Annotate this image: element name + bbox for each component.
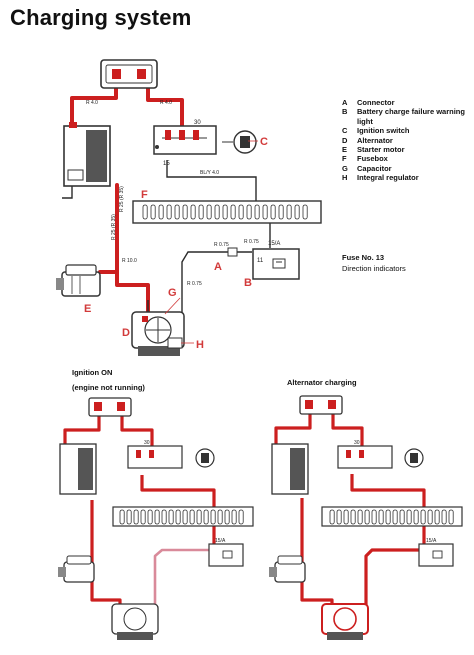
wire-label: R 0.75 xyxy=(244,239,259,245)
legend-text: Starter motor xyxy=(357,145,405,155)
main-starter-motor xyxy=(56,264,101,297)
caption-engine-not-running: (engine not running) xyxy=(72,383,145,392)
legend-item: H Integral regulator xyxy=(342,173,472,182)
wire-label: R 0.75 xyxy=(214,242,229,248)
legend-item: G Capacitor xyxy=(342,164,472,173)
legend-letter: A xyxy=(342,98,348,107)
terminal-30: 30 xyxy=(144,440,150,446)
main-alternator xyxy=(131,311,185,356)
legend-letter: H xyxy=(342,173,348,183)
fuse-note: Fuse No. 13 Direction indicators xyxy=(342,252,406,274)
caption-alternator-charging: Alternator charging xyxy=(287,378,357,387)
wire-connector-to-battery xyxy=(70,85,118,130)
main-active-wires xyxy=(70,85,184,314)
wire-label: R 10.0 xyxy=(122,258,137,264)
callout-leaders xyxy=(164,140,258,344)
wire-label: R 25 (R 35) xyxy=(119,186,125,212)
component-legend: A Connector B Battery charge failure warni… xyxy=(342,98,472,183)
callout-b: B xyxy=(244,277,252,289)
legend-text: Capacitor xyxy=(357,163,392,173)
legend-item: E Starter motor xyxy=(342,145,472,154)
legend-text: Ignition switch xyxy=(357,126,410,136)
legend-letter: G xyxy=(342,163,348,173)
main-connector-a xyxy=(227,247,238,257)
legend-text: Connector xyxy=(357,98,395,107)
wire-label: R 0.75 xyxy=(187,281,202,287)
legend-item: B Battery charge failure warning light xyxy=(342,107,472,126)
legend-letter: F xyxy=(342,154,347,164)
fuse-note-title: Fuse No. 13 xyxy=(342,253,385,262)
wire-label: R 25 (R 35) xyxy=(111,214,117,240)
wire-ignition-to-fusebox xyxy=(166,160,257,202)
wire-connector-to-ignition xyxy=(146,85,184,130)
legend-letter: B xyxy=(342,107,348,117)
legend-letter: C xyxy=(342,126,348,136)
terminal-15a: 15/A xyxy=(215,538,226,544)
callout-g: G xyxy=(168,287,177,299)
main-terminal-numbers: 30 15 11 15/A xyxy=(163,120,280,264)
callout-a: A xyxy=(214,261,222,273)
terminal-11: 11 xyxy=(257,258,264,264)
fuse-note-text: Direction indicators xyxy=(342,264,406,273)
main-connector-block xyxy=(100,59,158,89)
main-ignition-switch xyxy=(153,125,257,155)
callout-f: F xyxy=(141,189,148,201)
ignition-on-lamp-wires xyxy=(153,548,210,605)
main-warning-lamp xyxy=(252,248,300,280)
terminal-30: 30 xyxy=(194,120,201,126)
main-battery xyxy=(63,122,111,187)
terminal-15: 15 xyxy=(163,161,170,167)
legend-text: Alternator xyxy=(357,135,393,145)
ignition-on-diagram: 30 15/A xyxy=(58,397,254,640)
legend-item: A Connector xyxy=(342,98,472,107)
terminal-30: 30 xyxy=(354,440,360,446)
wire-label: BL/Y 4.0 xyxy=(200,170,219,176)
legend-letter: E xyxy=(342,145,348,155)
callout-h: H xyxy=(196,339,204,351)
wire-battery-to-alternator xyxy=(115,183,150,314)
callout-c: C xyxy=(260,136,268,148)
caption-ignition-on: Ignition ON xyxy=(72,368,113,377)
wire-label: R 4.0 xyxy=(160,100,172,106)
legend-text: Integral regulator xyxy=(357,173,419,183)
callout-d: D xyxy=(122,327,130,339)
legend-item: D Alternator xyxy=(342,136,472,145)
legend-text: Battery charge failure warning light xyxy=(357,107,465,126)
wire-label: R 4.0 xyxy=(86,100,98,106)
alternator-charging-diagram: 30 15/A xyxy=(269,395,463,640)
legend-text: Fusebox xyxy=(357,154,388,164)
main-fusebox xyxy=(132,200,322,224)
page-title: Charging system xyxy=(10,5,192,30)
legend-item: F Fusebox xyxy=(342,154,472,163)
callout-e: E xyxy=(84,303,91,315)
main-wire-labels: R 4.0 R 4.0 BL/Y 4.0 R 10.0 R 0.75 R 0.7… xyxy=(86,100,259,287)
terminal-15a: 15/A xyxy=(268,241,280,247)
wire-battery-ground xyxy=(62,185,73,199)
terminal-15a: 15/A xyxy=(426,538,437,544)
legend-item: C Ignition switch xyxy=(342,126,472,135)
main-callouts: C F A B E G D H xyxy=(84,136,268,351)
legend-letter: D xyxy=(342,135,348,145)
